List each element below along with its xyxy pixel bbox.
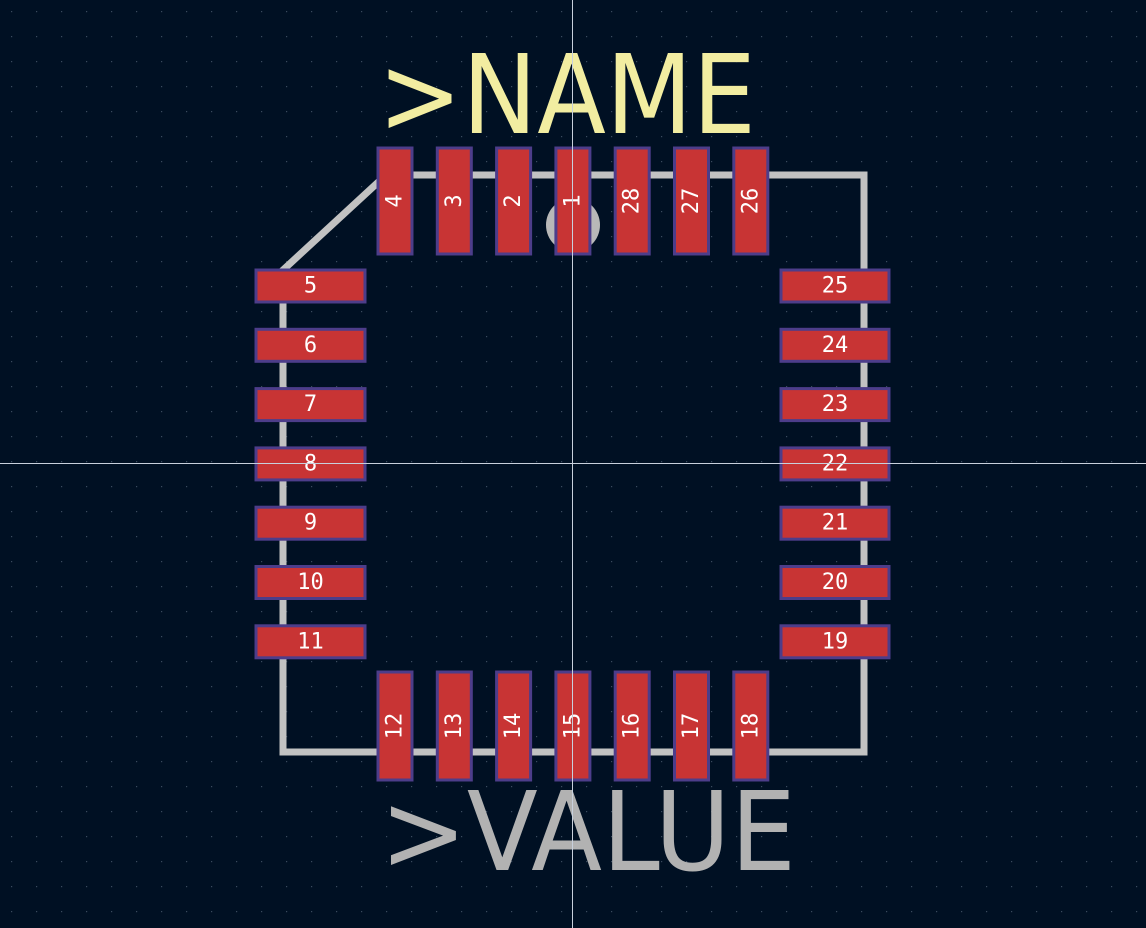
pad-number: 3 (442, 194, 467, 207)
pad-number: 10 (297, 570, 324, 595)
pad-shape[interactable] (254, 327, 367, 363)
name-label: >NAME (378, 31, 756, 159)
pad-number: 27 (679, 188, 704, 215)
pad-shape[interactable] (779, 565, 891, 600)
pad-shape[interactable] (435, 146, 473, 256)
pad-number: 2 (501, 194, 526, 207)
pad-right[interactable]: 19 (779, 624, 891, 660)
pad-shape[interactable] (613, 670, 651, 782)
pad-bottom[interactable]: 16 (613, 670, 651, 782)
name-label-text: >NAME (378, 31, 756, 159)
pad-shape[interactable] (254, 387, 367, 423)
pad-right[interactable]: 25 (779, 268, 891, 304)
pad-left[interactable]: 10 (254, 565, 367, 600)
pad-right[interactable]: 20 (779, 565, 891, 600)
pad-bottom[interactable]: 12 (376, 670, 414, 782)
pad-number: 11 (297, 629, 324, 654)
pad-number: 24 (822, 333, 849, 358)
pad-left[interactable]: 11 (254, 624, 367, 660)
pad-number: 7 (304, 392, 317, 417)
pad-shape[interactable] (435, 670, 473, 782)
pad-top[interactable]: 26 (732, 146, 770, 256)
pad-left[interactable]: 9 (254, 505, 367, 541)
pad-shape[interactable] (254, 268, 367, 304)
pad-top[interactable]: 4 (376, 146, 414, 256)
pad-number: 4 (383, 194, 408, 207)
pad-number: 21 (822, 511, 849, 536)
pad-number: 5 (304, 274, 317, 299)
pad-left[interactable]: 7 (254, 387, 367, 423)
pad-shape[interactable] (495, 146, 533, 256)
pad-right[interactable]: 24 (779, 327, 891, 363)
pad-number: 16 (620, 713, 645, 740)
pad-shape[interactable] (376, 670, 414, 782)
pad-right[interactable]: 21 (779, 505, 891, 541)
pad-shape[interactable] (613, 146, 651, 256)
pad-number: 17 (679, 713, 704, 740)
pad-number: 28 (620, 188, 645, 215)
value-label-text: >VALUE (380, 768, 796, 896)
pad-shape[interactable] (779, 505, 891, 541)
pad-top[interactable]: 2 (495, 146, 533, 256)
pad-shape[interactable] (779, 268, 891, 304)
pad-left[interactable]: 5 (254, 268, 367, 304)
pad-right[interactable]: 23 (779, 387, 891, 423)
pad-number: 14 (501, 713, 526, 740)
pad-shape[interactable] (732, 670, 770, 782)
pad-number: 6 (304, 333, 317, 358)
pad-shape[interactable] (779, 624, 891, 660)
pad-shape[interactable] (254, 624, 367, 660)
pad-top[interactable]: 28 (613, 146, 651, 256)
pad-number: 26 (738, 188, 763, 215)
pad-bottom[interactable]: 17 (673, 670, 710, 782)
pad-number: 19 (822, 629, 849, 654)
pad-number: 23 (822, 392, 849, 417)
pad-shape[interactable] (254, 565, 367, 600)
pad-shape[interactable] (732, 146, 770, 256)
pad-number: 25 (822, 274, 849, 299)
pad-shape[interactable] (376, 146, 414, 256)
pad-bottom[interactable]: 14 (495, 670, 533, 782)
pad-shape[interactable] (495, 670, 533, 782)
value-label: >VALUE (380, 768, 796, 896)
pad-shape[interactable] (673, 146, 710, 256)
pad-shape[interactable] (254, 505, 367, 541)
pad-top[interactable]: 27 (673, 146, 710, 256)
pad-number: 13 (442, 713, 467, 740)
pad-top[interactable]: 3 (435, 146, 473, 256)
pad-number: 12 (383, 713, 408, 740)
pad-shape[interactable] (779, 387, 891, 423)
pad-bottom[interactable]: 13 (435, 670, 473, 782)
pad-shape[interactable] (779, 327, 891, 363)
pad-number: 9 (304, 511, 317, 536)
pad-bottom[interactable]: 18 (732, 670, 770, 782)
pad-left[interactable]: 6 (254, 327, 367, 363)
pads-layer: 4321282726121314151617185678910112524232… (254, 146, 891, 782)
pad-shape[interactable] (673, 670, 710, 782)
pad-number: 20 (822, 570, 849, 595)
pad-number: 18 (738, 713, 763, 740)
